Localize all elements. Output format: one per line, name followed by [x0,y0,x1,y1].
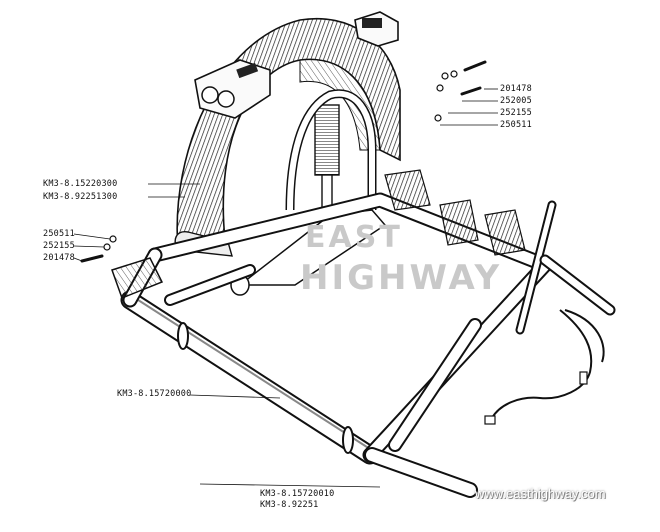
label-fender-frame: KM3-8.15220300 [43,179,118,189]
brake-cable [484,309,605,425]
mounting-brackets [384,169,526,256]
label-washer-left-b: 252155 [43,241,75,251]
tail-lamp-left-icon [194,59,271,119]
hardware-left [80,235,117,263]
shock-absorber [285,89,377,211]
label-main-tube: KM3-8.15720000 [117,389,192,399]
watermark-line-2: HIGHWAY [300,258,503,298]
front-strut [364,200,616,498]
watermark-line-1: EAST [305,220,403,255]
label-frame-bolt: KM3-8.92251 [260,500,319,510]
label-nut-right: 250511 [500,120,532,130]
label-bolt-left: 201478 [43,253,75,263]
footrest-pad [111,257,164,299]
hardware-right [434,60,487,122]
label-bolt-right: 201478 [500,84,532,94]
label-fender-bolt: KM3-8.92251300 [43,192,118,202]
leader-lines [73,88,498,488]
label-washer-left-a: 250511 [43,229,75,239]
label-frame-assembly: KM3-8.15720010 [260,489,335,499]
site-url-text: www.easthighway.com [475,486,606,501]
label-washer-right-a: 252005 [500,96,532,106]
tail-lamp-right-icon [354,11,399,47]
label-washer-right-b: 252155 [500,108,532,118]
